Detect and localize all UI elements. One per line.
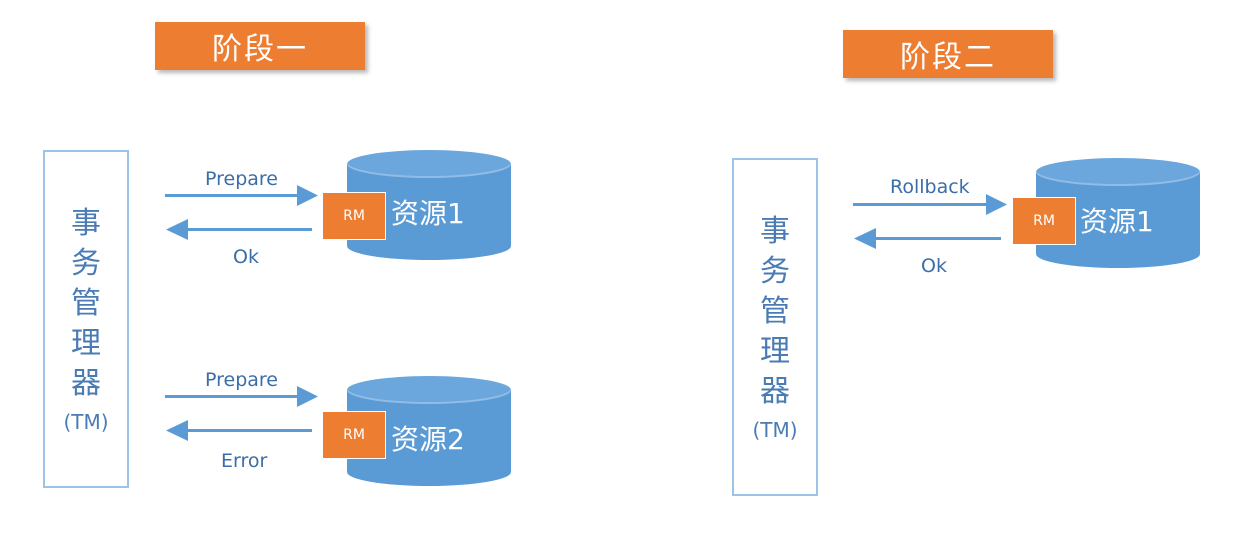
tm-char: 理 bbox=[71, 326, 101, 361]
cylinder-top bbox=[1036, 158, 1200, 186]
phase2-transaction-manager: 事 务 管 理 器 (TM) bbox=[732, 158, 818, 496]
phase1-prepare-label-1: Prepare bbox=[205, 168, 278, 190]
phase1-title: 阶段一 bbox=[155, 22, 365, 70]
cylinder-bottom bbox=[347, 458, 511, 486]
phase2-ok-arrow bbox=[854, 228, 1001, 249]
phase1-error-arrow bbox=[166, 420, 312, 441]
tm-char: 管 bbox=[71, 286, 101, 321]
cylinder-top bbox=[347, 376, 511, 404]
tm-char: 事 bbox=[71, 206, 101, 241]
phase1-resource1-rm: RM bbox=[322, 192, 386, 240]
tm-char: 务 bbox=[760, 254, 790, 289]
phase2-rollback-label: Rollback bbox=[890, 176, 970, 198]
tm-char: 理 bbox=[760, 334, 790, 369]
phase1-resource2-rm: RM bbox=[322, 411, 386, 459]
tm-char: 事 bbox=[760, 214, 790, 249]
tm-abbr: (TM) bbox=[63, 410, 109, 434]
phase1-prepare-arrow-2 bbox=[165, 386, 318, 407]
tm-abbr: (TM) bbox=[752, 418, 798, 442]
phase1-prepare-arrow-1 bbox=[165, 185, 318, 206]
resource-label: 资源1 bbox=[1080, 205, 1154, 238]
phase1-ok-label: Ok bbox=[233, 246, 259, 268]
phase2-rollback-arrow bbox=[853, 194, 1007, 215]
phase1-ok-arrow bbox=[166, 219, 312, 240]
resource-label: 资源2 bbox=[391, 423, 465, 456]
cylinder-top bbox=[347, 150, 511, 178]
tm-char: 器 bbox=[71, 366, 101, 401]
resource-label: 资源1 bbox=[391, 197, 465, 230]
phase2-title: 阶段二 bbox=[843, 30, 1053, 78]
phase1-prepare-label-2: Prepare bbox=[205, 369, 278, 391]
tm-char: 器 bbox=[760, 374, 790, 409]
tm-char: 务 bbox=[71, 246, 101, 281]
phase2-resource1-rm: RM bbox=[1012, 197, 1076, 245]
tm-char: 管 bbox=[760, 294, 790, 329]
phase1-transaction-manager: 事 务 管 理 器 (TM) bbox=[43, 150, 129, 488]
phase2-ok-label: Ok bbox=[921, 255, 947, 277]
phase1-error-label: Error bbox=[221, 450, 268, 472]
